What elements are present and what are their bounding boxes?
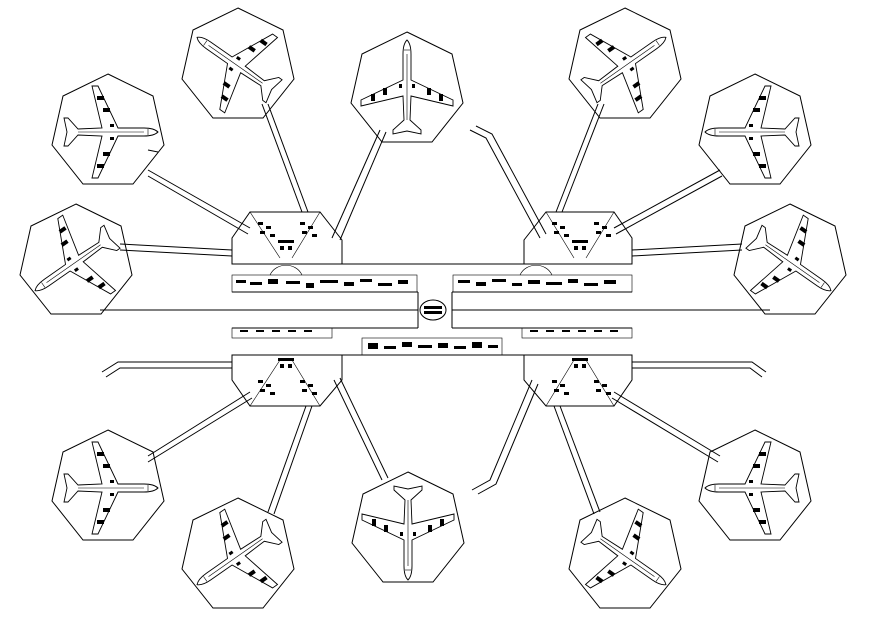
lower-retail-band (231, 327, 633, 356)
gate-2 (170, 0, 301, 130)
gate-3 (51, 73, 165, 185)
gate-5 (562, 0, 693, 130)
pier-lower-left (231, 354, 343, 407)
airplane-icon (63, 441, 159, 535)
pier-upper-right (523, 211, 633, 265)
gate-11 (562, 492, 693, 623)
main-concourse (100, 263, 770, 356)
gate-1 (350, 31, 464, 143)
airplane-icon (170, 492, 301, 623)
airplane-icon (727, 198, 858, 329)
airplane-icon (361, 485, 455, 581)
gate-4 (8, 198, 139, 329)
gate-7 (727, 198, 858, 329)
airplane-icon (170, 0, 301, 130)
gate-10 (351, 471, 465, 583)
airplane-icon (360, 39, 454, 135)
gate-6 (698, 73, 812, 185)
airplane-icon (63, 85, 159, 179)
airplane-icon (562, 492, 693, 623)
airplane-icon (562, 0, 693, 130)
upper-retail-band (231, 264, 633, 293)
airplane-icon (8, 198, 139, 329)
gate-8 (51, 429, 165, 541)
jet-bridges (101, 103, 767, 515)
pier-lower-right (523, 354, 633, 407)
pier-upper-left (231, 211, 343, 265)
airplane-icon (704, 85, 800, 179)
central-hub-icon (419, 299, 447, 321)
gate-9 (170, 492, 301, 623)
gate-12 (698, 429, 812, 541)
